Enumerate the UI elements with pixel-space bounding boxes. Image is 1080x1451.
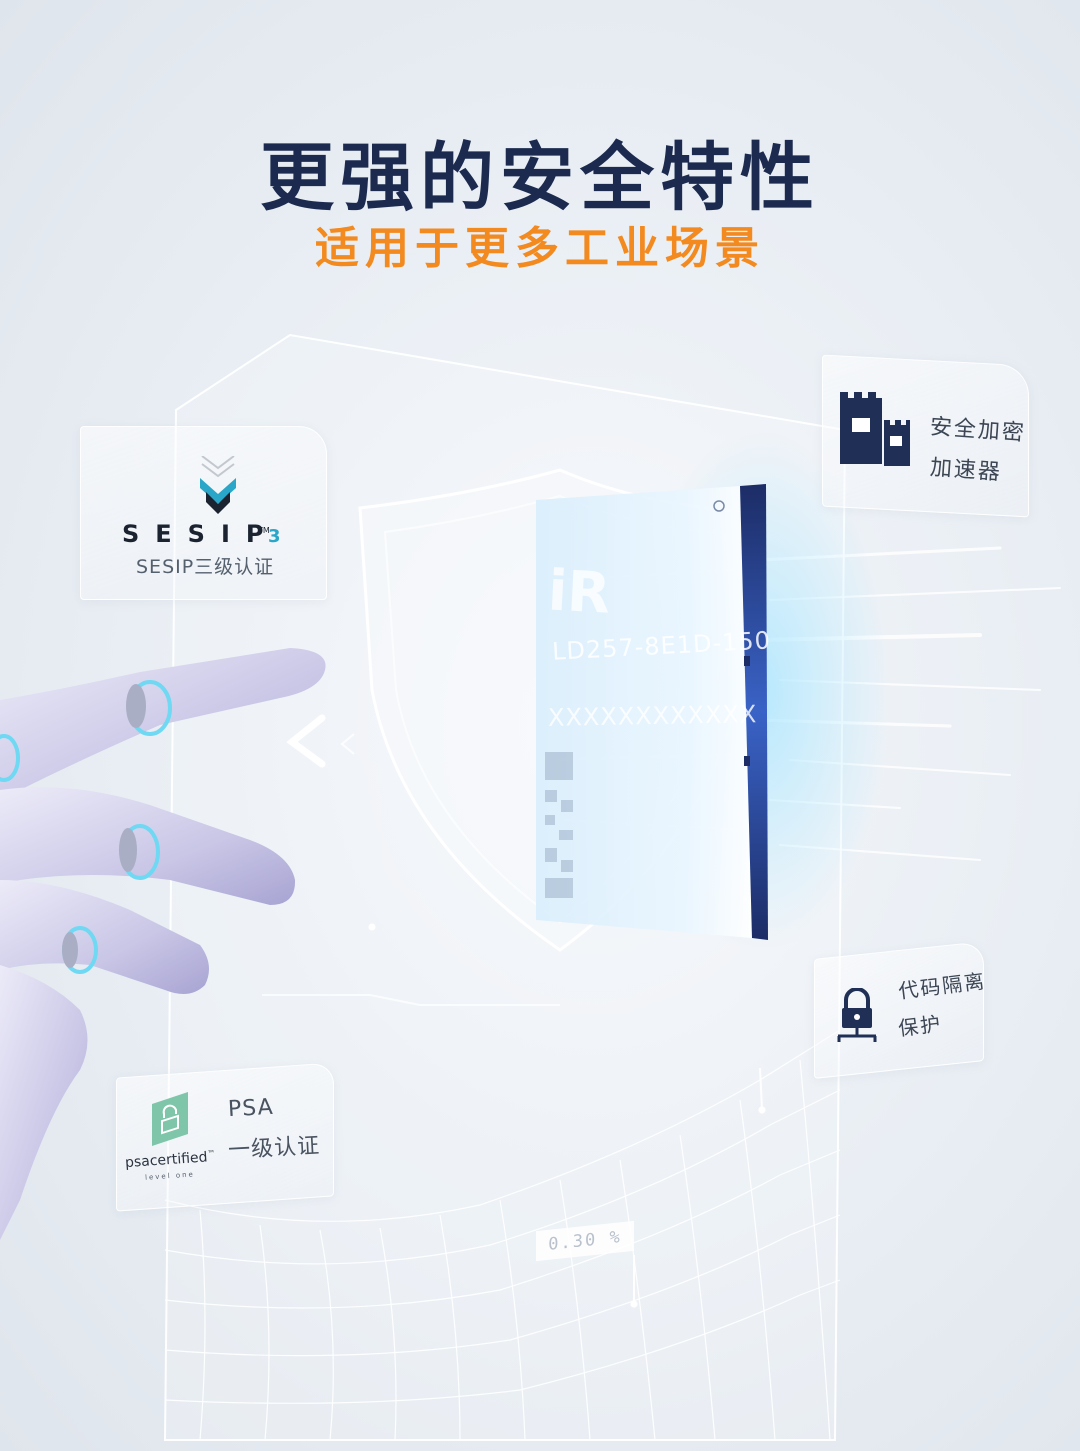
sesip-card	[80, 426, 327, 600]
psa-label-line1: PSA	[227, 1094, 275, 1123]
chip-serial: XXXXXXXXXXXX	[547, 700, 758, 732]
chip-logo: iR	[546, 558, 612, 627]
psa-label-line2: 一级认证	[227, 1133, 321, 1164]
psa-padlock-badge-icon	[152, 1092, 188, 1146]
sesip-label: SESIP三级认证	[136, 556, 275, 578]
robotic-hand	[0, 648, 326, 1240]
padlock-network-icon	[837, 988, 877, 1042]
sesip-tm: TM	[258, 526, 270, 535]
crypto-label-line2: 加速器	[929, 455, 1003, 486]
crypto-label-line1: 安全加密	[929, 414, 1027, 447]
sesip-chevron-logo-icon	[200, 456, 236, 514]
psa-brand-tm: ™	[206, 1148, 216, 1159]
grid-surface	[164, 1029, 841, 1441]
sesip-logo-text: SESIP	[122, 520, 280, 548]
castle-icon	[840, 392, 910, 466]
code-label-line2: 保护	[896, 1011, 944, 1041]
page-subtitle: 适用于更多工业场景	[315, 223, 765, 274]
page-title: 更强的安全特性	[260, 135, 820, 221]
chip	[536, 484, 768, 940]
sesip-level: 3	[268, 526, 281, 547]
chevron-left-icon	[286, 714, 326, 768]
